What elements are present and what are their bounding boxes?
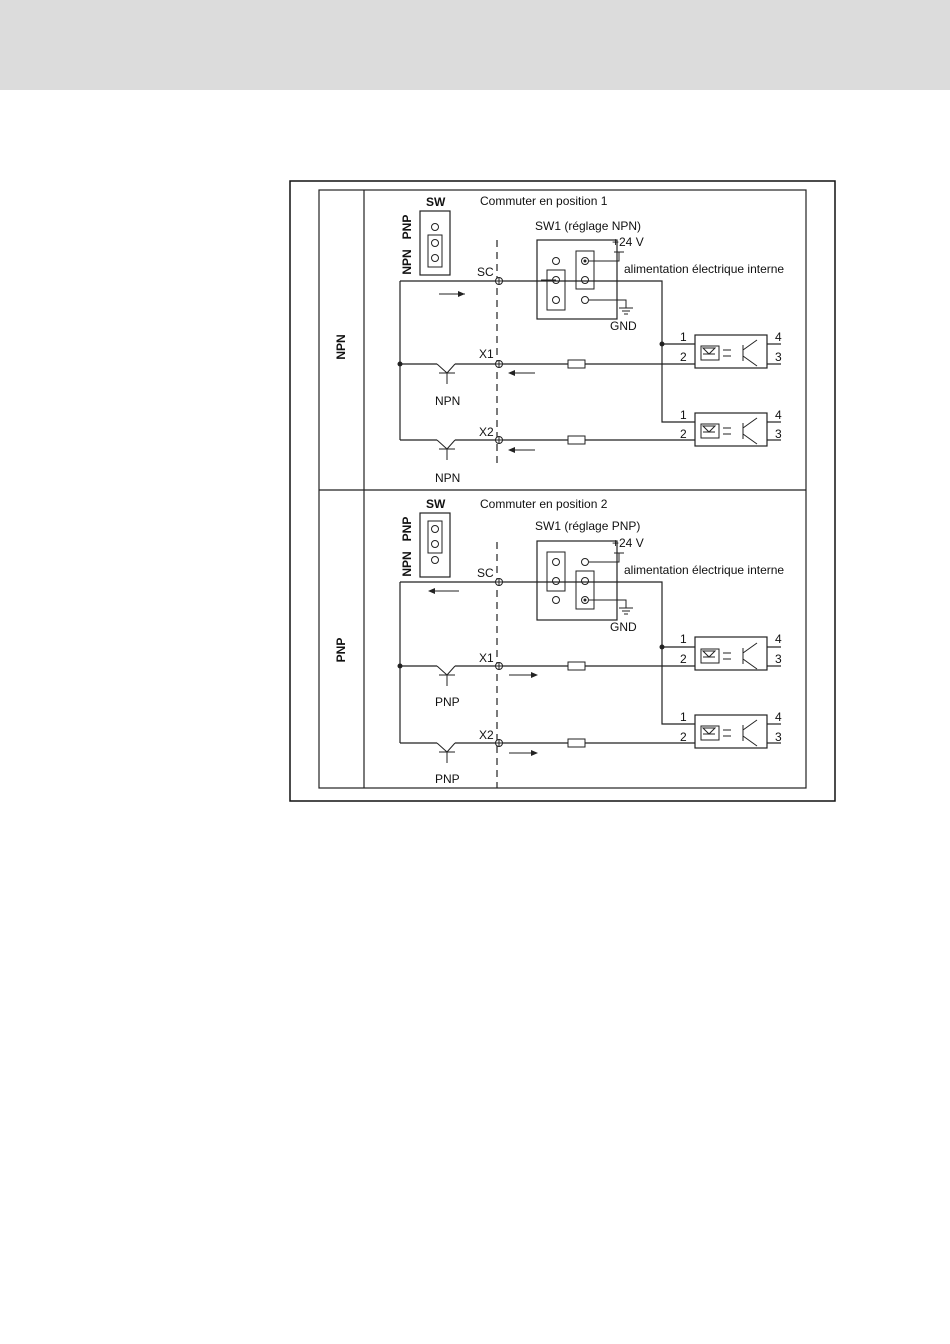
opto2-pin3: 3 xyxy=(775,730,782,744)
opto1-pin2: 2 xyxy=(680,652,687,666)
sw-label: SW xyxy=(426,497,446,511)
opto1-pin4: 4 xyxy=(775,632,782,646)
opto2-pin1: 1 xyxy=(680,710,687,724)
opto2-pin2: 2 xyxy=(680,427,687,441)
transistor-1-label: PNP xyxy=(435,695,460,709)
sw-pos-bottom: NPN xyxy=(400,551,414,576)
x2-label: X2 xyxy=(479,425,494,439)
gnd-label: GND xyxy=(610,319,637,333)
wiring-diagram: NPN SW PNP NPN Commuter en position 1 SW… xyxy=(289,180,837,807)
opto1-pin3: 3 xyxy=(775,350,782,364)
opto2-pin2: 2 xyxy=(680,730,687,744)
transistor-2-label: NPN xyxy=(435,471,460,485)
transistor-1-label: NPN xyxy=(435,394,460,408)
internal-power-label: alimentation électrique interne xyxy=(624,563,784,577)
opto1-pin4: 4 xyxy=(775,330,782,344)
opto2-pin4: 4 xyxy=(775,710,782,724)
opto2-pin1: 1 xyxy=(680,408,687,422)
opto1-pin3: 3 xyxy=(775,652,782,666)
internal-power-label: alimentation électrique interne xyxy=(624,262,784,276)
opto2-pin3: 3 xyxy=(775,427,782,441)
opto1-pin2: 2 xyxy=(680,350,687,364)
sw1-title: SW1 (réglage PNP) xyxy=(535,519,640,533)
sc-label: SC xyxy=(477,265,494,279)
sc-label: SC xyxy=(477,566,494,580)
sw-label: SW xyxy=(426,195,446,209)
x2-label: X2 xyxy=(479,728,494,742)
gnd-label: GND xyxy=(610,620,637,634)
x1-label: X1 xyxy=(479,347,494,361)
x1-label: X1 xyxy=(479,651,494,665)
instruction-text: Commuter en position 1 xyxy=(480,194,608,208)
instruction-text: Commuter en position 2 xyxy=(480,497,608,511)
sw1-title: SW1 (réglage NPN) xyxy=(535,219,641,233)
side-label: NPN xyxy=(334,334,348,359)
opto1-pin1: 1 xyxy=(680,632,687,646)
wiring-diagram-svg: NPN SW PNP NPN Commuter en position 1 SW… xyxy=(289,180,837,802)
opto1-pin1: 1 xyxy=(680,330,687,344)
header-band xyxy=(0,0,950,90)
sw-pos-top: PNP xyxy=(400,517,414,542)
sw-pos-top: PNP xyxy=(400,215,414,240)
opto2-pin4: 4 xyxy=(775,408,782,422)
transistor-2-label: PNP xyxy=(435,772,460,786)
sw-pos-bottom: NPN xyxy=(400,249,414,274)
side-label: PNP xyxy=(334,638,348,663)
